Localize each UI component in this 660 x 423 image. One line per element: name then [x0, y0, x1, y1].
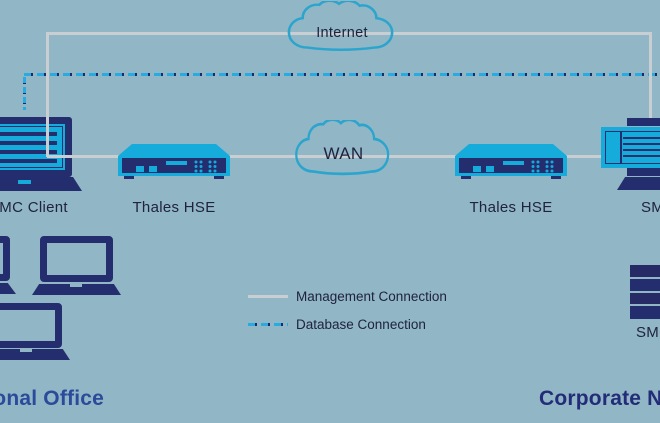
hse-appliance-left-icon — [118, 144, 230, 179]
smc-server-laptop-icon — [601, 118, 660, 193]
laptop-outline-icon — [40, 236, 113, 282]
server-unit — [630, 293, 660, 304]
database-line-vertical — [23, 77, 26, 110]
cloud-icon — [295, 118, 390, 176]
hse-left-label: Thales HSE — [132, 199, 216, 216]
internet-label: Internet — [316, 25, 368, 41]
screen-line — [0, 159, 57, 163]
server-unit — [630, 306, 660, 319]
laptop-base-notch — [70, 284, 82, 287]
screen-line — [0, 150, 57, 154]
hse-right-label: Thales HSE — [469, 199, 553, 216]
smc-client-laptop-icon — [0, 115, 88, 193]
legend-database-swatch — [248, 323, 288, 326]
laptop-base-notch — [20, 349, 32, 352]
laptop-outline-base — [32, 284, 121, 295]
management-line-top — [46, 32, 652, 35]
laptop-hinge — [627, 168, 660, 176]
server-unit — [630, 265, 660, 277]
laptop-base — [617, 177, 660, 190]
database-line-horizontal — [24, 73, 660, 76]
laptop-screen — [601, 127, 660, 168]
laptop-outline-icon — [0, 303, 62, 348]
screen-frame — [0, 126, 63, 168]
region-left-label: Regional Office — [0, 387, 105, 410]
laptop-screen-top — [627, 118, 660, 126]
screen-divider — [620, 132, 622, 163]
laptop-base — [0, 177, 82, 191]
legend-management-label: Management Connection — [296, 289, 447, 304]
cloud-icon — [287, 0, 394, 51]
wan-label: WAN — [323, 144, 364, 163]
laptop-outline-icon — [0, 236, 10, 281]
management-line-middle — [47, 155, 604, 158]
smc-client-label: SMC Client — [0, 199, 68, 216]
internet-cloud: Internet — [283, 0, 401, 58]
screen-line — [0, 132, 57, 136]
screen-line — [623, 143, 660, 145]
laptop-screen-content — [0, 124, 65, 170]
screen-line — [0, 141, 57, 145]
hse-appliance-right-icon — [455, 144, 567, 179]
wan-cloud: WAN — [291, 118, 396, 183]
smc-server-label: SMC Server — [641, 199, 660, 216]
screen-line — [623, 155, 660, 157]
laptop-outline-base — [0, 283, 16, 294]
laptop-outline-base — [0, 349, 70, 360]
screen-line — [623, 137, 660, 139]
server-unit — [630, 279, 660, 291]
screen-frame — [605, 131, 660, 164]
screen-line — [623, 149, 660, 151]
smc-database-stack-icon — [630, 265, 660, 320]
legend-management-swatch — [248, 295, 288, 298]
management-line-left-drop — [46, 32, 49, 157]
laptop-touchpad — [18, 180, 31, 184]
legend-database-label: Database Connection — [296, 317, 426, 332]
region-right-label: Corporate Network — [539, 387, 660, 410]
management-line-right-drop — [649, 32, 652, 120]
smc-database-label: SMC Database — [636, 324, 660, 341]
